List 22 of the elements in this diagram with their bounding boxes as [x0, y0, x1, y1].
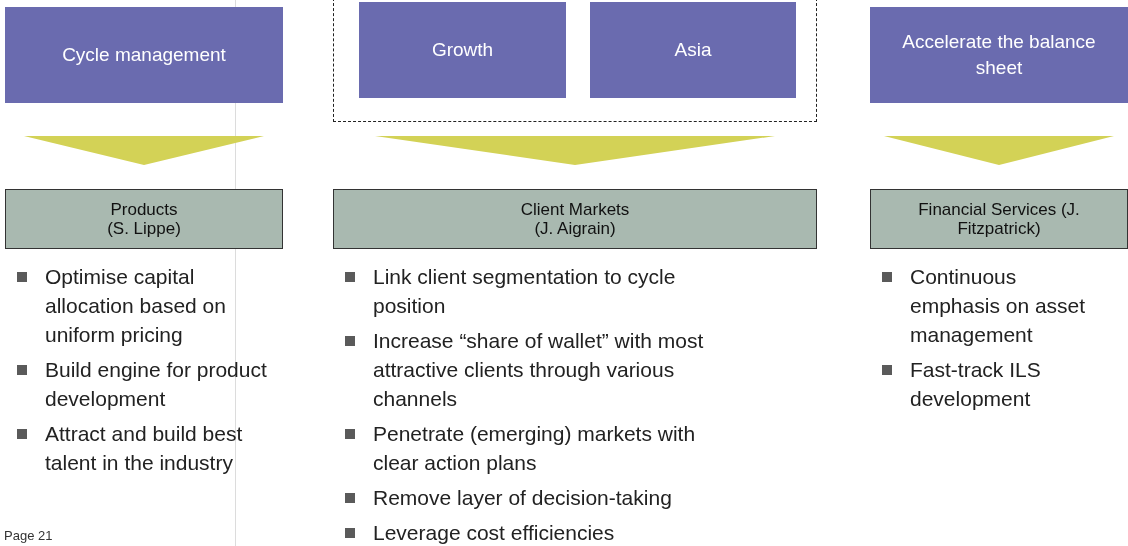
- bullet-item: Fast-track ILS development: [874, 355, 1106, 413]
- objective-box: Asia: [590, 2, 796, 98]
- unit-header: Products (S. Lippe): [5, 189, 283, 249]
- bullet-item: Optimise capital allocation based on uniform pricing: [9, 262, 267, 349]
- dashed-group-box: [333, 0, 817, 122]
- chevron-arrow: [884, 136, 1114, 165]
- bullet-item: Link client segmentation to cycle position: [337, 262, 737, 320]
- bullet-item: Increase “share of wallet” with most attractive clients through various channels: [337, 326, 737, 413]
- chevron-arrow: [375, 136, 775, 165]
- objective-box: Accelerate the balance sheet: [870, 7, 1128, 103]
- unit-header: Client Markets (J. Aigrain): [333, 189, 817, 249]
- objective-box: Cycle management: [5, 7, 283, 103]
- objective-box: Growth: [359, 2, 566, 98]
- bullet-item: Build engine for product development: [9, 355, 267, 413]
- bullet-item: Attract and build best talent in the industry: [9, 419, 267, 477]
- bullet-item: Remove layer of decision-taking: [337, 483, 737, 512]
- chevron-arrow: [24, 136, 264, 165]
- bullet-item: Continuous emphasis on asset management: [874, 262, 1106, 349]
- page-number: Page 21: [4, 528, 53, 543]
- bullet-item: Penetrate (emerging) markets with clear action plans: [337, 419, 737, 477]
- unit-header: Financial Services (J. Fitzpatrick): [870, 189, 1128, 249]
- bullet-item: Leverage cost efficiencies: [337, 518, 737, 546]
